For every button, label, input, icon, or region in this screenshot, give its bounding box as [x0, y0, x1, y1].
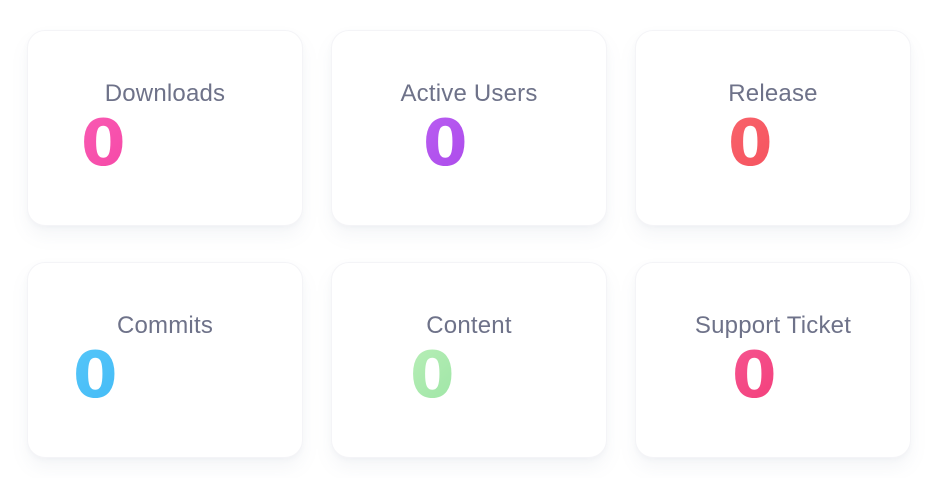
- card-content: Content 0: [331, 262, 607, 458]
- stat-label: Support Ticket: [694, 312, 852, 339]
- stat-value: 0: [73, 342, 302, 411]
- stat-label: Active Users: [400, 80, 538, 107]
- stat-label: Downloads: [104, 80, 226, 107]
- stat-value: 0: [410, 342, 606, 411]
- card-commits: Commits 0: [27, 262, 303, 458]
- stat-label: Content: [426, 312, 512, 339]
- stat-value: 0: [81, 110, 302, 179]
- stat-value: 0: [728, 110, 910, 179]
- stat-label: Commits: [116, 312, 214, 339]
- stat-value: 0: [423, 110, 606, 179]
- stat-label: Release: [728, 80, 818, 107]
- stat-value: 0: [732, 342, 910, 411]
- card-support-ticket: Support Ticket 0: [635, 262, 911, 458]
- card-release: Release 0: [635, 30, 911, 226]
- card-downloads: Downloads 0: [27, 30, 303, 226]
- card-active-users: Active Users 0: [331, 30, 607, 226]
- stats-grid: Downloads 0 Active Users 0 Release 0 Com…: [27, 30, 911, 458]
